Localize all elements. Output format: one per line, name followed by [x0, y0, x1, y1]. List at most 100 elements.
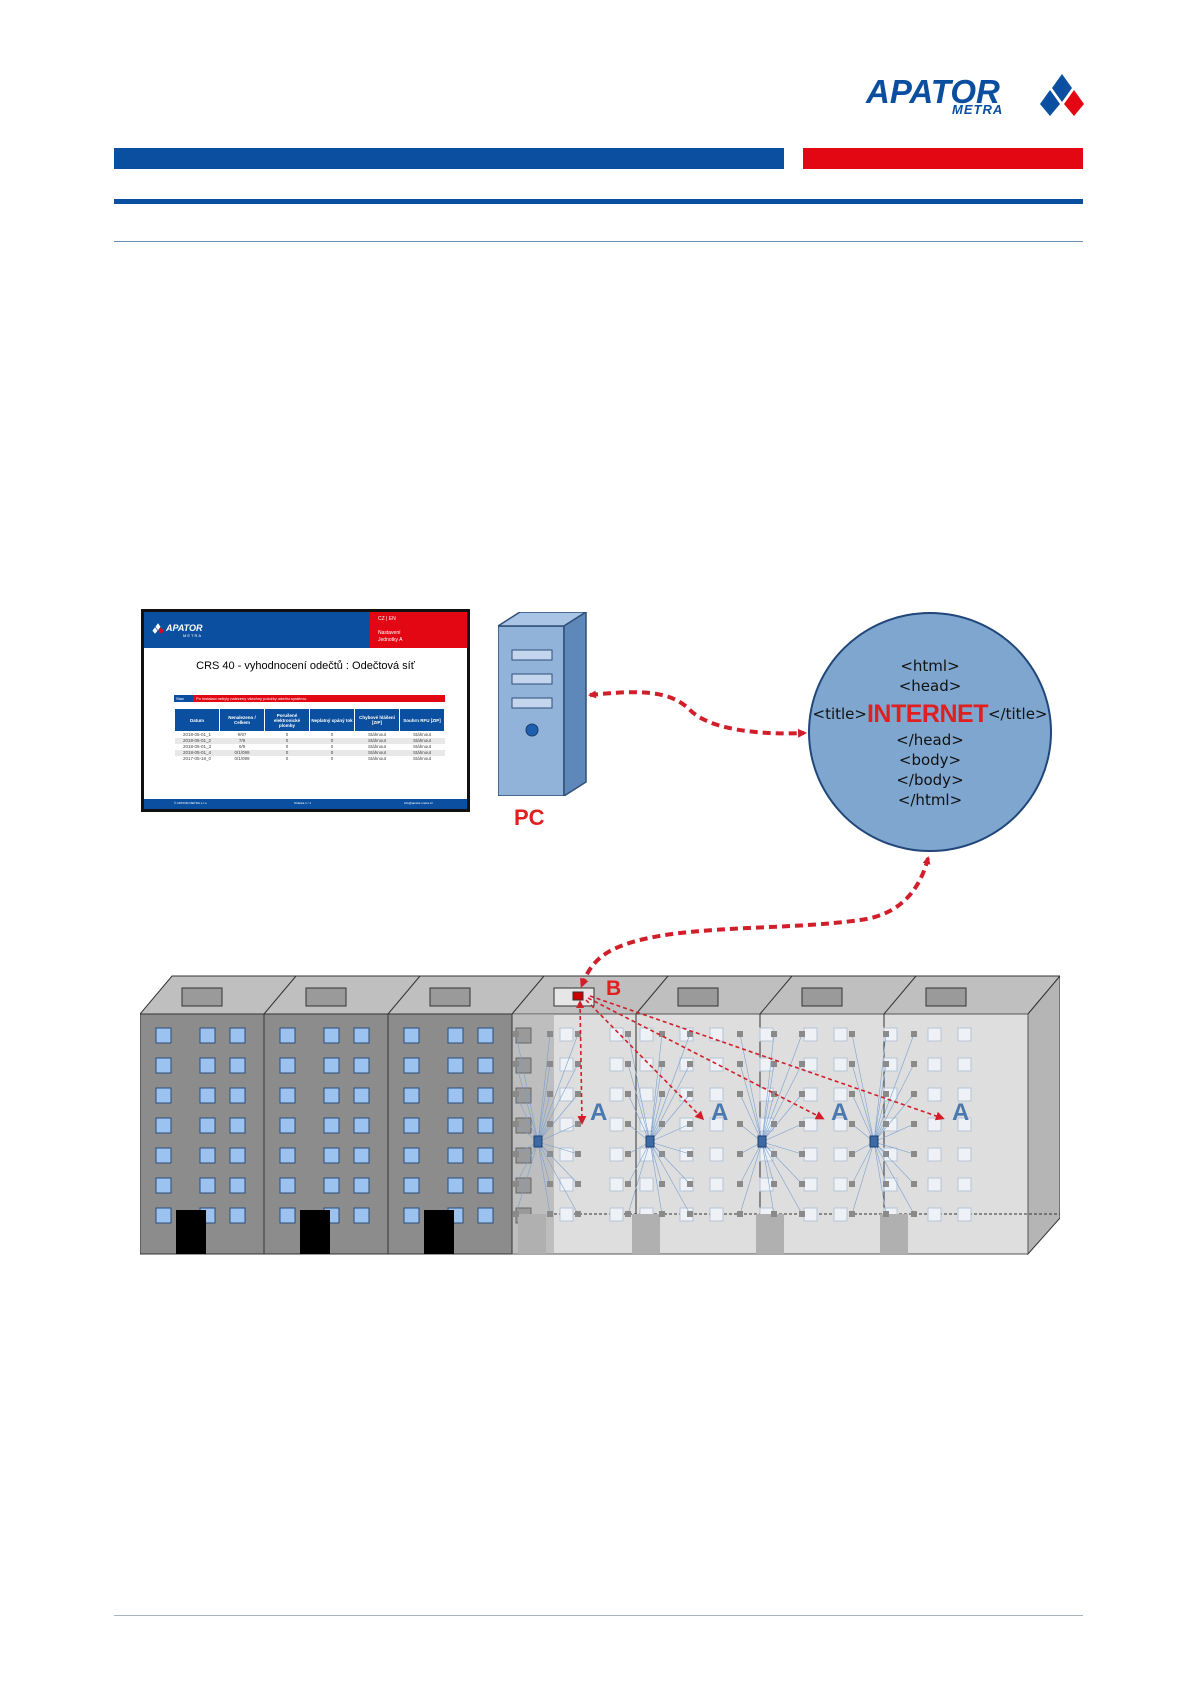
- meter-icon: [799, 1121, 805, 1127]
- download-link[interactable]: Stáhnout: [412, 744, 431, 750]
- label-a: A: [711, 1099, 729, 1126]
- col-header: Nenalezeno / Celkem: [219, 708, 265, 732]
- window-ghost: [957, 1027, 972, 1042]
- window-ghost: [803, 1087, 818, 1102]
- window: [155, 1207, 172, 1224]
- radio-link: [627, 1141, 651, 1185]
- window: [477, 1147, 494, 1164]
- download-link[interactable]: Stáhnout: [367, 744, 386, 750]
- download-link[interactable]: Stáhnout: [354, 750, 400, 756]
- screen-subtitle-2: Jednotky A: [378, 637, 403, 643]
- concentrator-a-icon: [757, 1135, 767, 1148]
- window: [155, 1087, 172, 1104]
- window: [199, 1177, 216, 1194]
- window-ghost: [639, 1147, 654, 1162]
- screen-footer-right: info@apator-metra.cz: [404, 801, 433, 805]
- window: [477, 1207, 494, 1224]
- radio-link: [761, 1141, 775, 1215]
- window-ghost: [833, 1177, 848, 1192]
- cell: 0/9: [238, 744, 246, 750]
- meter-icon: [849, 1181, 855, 1187]
- window-ghost: [803, 1117, 818, 1132]
- download-link[interactable]: Stáhnout: [399, 750, 445, 756]
- window: [155, 1057, 172, 1074]
- internet-building-arrow: [580, 856, 931, 988]
- download-link[interactable]: Stáhnout: [412, 756, 431, 762]
- cell: 9/97: [237, 732, 247, 738]
- meter-icon: [687, 1181, 693, 1187]
- meter-icon: [547, 1031, 553, 1037]
- meter-icon: [911, 1061, 917, 1067]
- meter-icon: [883, 1061, 889, 1067]
- screen-subtitle-1: Nastavení: [378, 630, 401, 636]
- window-ghost: [957, 1117, 972, 1132]
- window: [353, 1087, 370, 1104]
- download-link[interactable]: Stáhnout: [399, 738, 445, 744]
- window: [477, 1087, 494, 1104]
- internet-title-row: <title>INTERNET</title>: [808, 700, 1052, 728]
- window-ghost: [639, 1087, 654, 1102]
- window-ghost: [927, 1147, 942, 1162]
- window-ghost: [927, 1087, 942, 1102]
- window: [447, 1147, 464, 1164]
- cell: 2018-05-01_4: [174, 750, 220, 756]
- window: [229, 1087, 246, 1104]
- window: [323, 1147, 340, 1164]
- window-ghost: [709, 1027, 724, 1042]
- radio-link: [515, 1141, 539, 1215]
- meter-icon: [513, 1091, 519, 1097]
- cell: 0: [264, 738, 310, 744]
- meter-icon: [687, 1151, 693, 1157]
- window: [323, 1087, 340, 1104]
- radio-link: [515, 1141, 539, 1185]
- window: [403, 1147, 420, 1164]
- radio-link: [537, 1093, 579, 1143]
- window-ghost: [833, 1027, 848, 1042]
- radio-link: [649, 1141, 663, 1215]
- cell: 2018-05-01_3: [182, 744, 212, 750]
- radio-link: [515, 1033, 539, 1143]
- building-roof-divider: [387, 975, 421, 1015]
- window-ghost: [609, 1087, 624, 1102]
- window-ghost: [609, 1057, 624, 1072]
- radio-link: [515, 1093, 539, 1143]
- roof-unit: [305, 987, 347, 1007]
- radio-link: [761, 1141, 803, 1155]
- building-side: [1027, 975, 1060, 1255]
- meter-icon: [737, 1031, 743, 1037]
- meter-icon: [575, 1121, 581, 1127]
- radio-link: [537, 1093, 551, 1143]
- radio-link: [761, 1141, 803, 1185]
- col-header: Chybové hlášení [ZIP]: [354, 708, 400, 732]
- radio-link: [649, 1141, 691, 1185]
- download-link[interactable]: Stáhnout: [367, 732, 386, 738]
- cell: 0: [309, 750, 355, 756]
- window: [279, 1027, 296, 1044]
- download-link[interactable]: Stáhnout: [412, 732, 431, 738]
- meter-icon: [799, 1211, 805, 1217]
- meter-icon: [911, 1151, 917, 1157]
- window: [155, 1177, 172, 1194]
- cell: 2017-05-18_0: [182, 756, 212, 762]
- meter-icon: [771, 1061, 777, 1067]
- screen-lang-switch[interactable]: CZ | EN: [378, 616, 396, 622]
- radio-link: [537, 1123, 579, 1143]
- internet-title-open: <title>: [812, 705, 867, 723]
- cell: 0: [285, 732, 289, 738]
- window-ghost: [957, 1147, 972, 1162]
- meter-icon: [771, 1181, 777, 1187]
- concentrator-a-icon: [869, 1135, 879, 1148]
- window: [447, 1057, 464, 1074]
- radio-link: [649, 1123, 691, 1143]
- header-rule: [114, 199, 1083, 204]
- radio-link: [537, 1141, 551, 1215]
- radio-link: [851, 1141, 875, 1185]
- device-b-icon: [572, 991, 584, 1001]
- window-ghost: [957, 1087, 972, 1102]
- door: [176, 1210, 206, 1254]
- window: [279, 1177, 296, 1194]
- download-link[interactable]: Stáhnout: [367, 756, 386, 762]
- download-link[interactable]: Stáhnout: [354, 738, 400, 744]
- radio-link: [873, 1141, 915, 1155]
